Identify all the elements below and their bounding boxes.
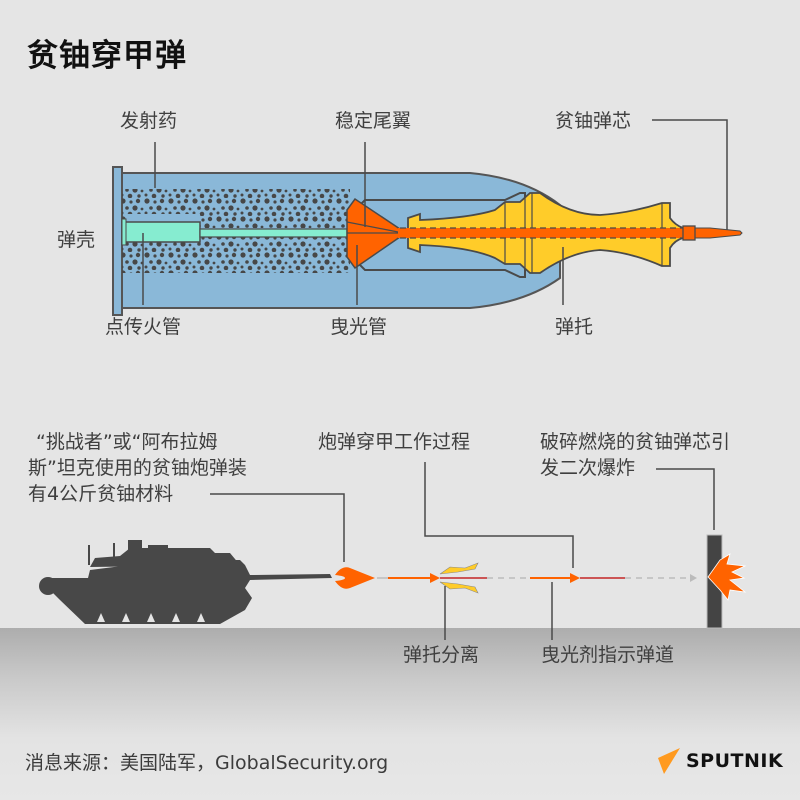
label-primer-tube: 点传火管 <box>105 316 182 338</box>
trajectory <box>377 573 697 583</box>
primer-tube <box>124 221 201 243</box>
propellant <box>122 189 350 214</box>
brand-name: SPUTNIK <box>686 750 784 772</box>
sabot-fragment-icon <box>439 562 479 575</box>
leader-lines-bottom <box>210 462 715 640</box>
label-tracer-trajectory: 曳光剂指示弹道 <box>541 644 675 666</box>
muzzle-flash-icon <box>335 567 375 589</box>
label-stabilizer-fins: 稳定尾翼 <box>335 110 412 132</box>
casing-rim <box>112 166 123 316</box>
explosion-note-line: 发二次爆炸 <box>540 457 636 479</box>
tank-note-line: 有4公斤贫铀材料 <box>28 483 174 505</box>
explosion-icon <box>707 553 747 601</box>
label-du-core: 贫铀弹芯 <box>555 110 632 132</box>
sputnik-logo: SPUTNIK <box>658 746 783 776</box>
source-credit: 消息来源：美国陆军，GlobalSecurity.org <box>25 752 389 774</box>
tank-note-line: 斯”坦克使用的贫铀炮弹装 <box>28 457 247 479</box>
sabot-fragment-icon <box>439 581 479 594</box>
label-tracer: 曳光管 <box>330 316 388 338</box>
explosion-note: 破碎燃烧的贫铀弹芯引 发二次爆炸 <box>540 429 730 481</box>
shell-cross-section <box>112 166 743 316</box>
tank-note: “挑战者”或“阿布拉姆 斯”坦克使用的贫铀炮弹装 有4公斤贫铀材料 <box>28 429 247 507</box>
label-propellant: 发射药 <box>120 110 178 132</box>
explosion-note-line: 破碎燃烧的贫铀弹芯引 <box>540 431 731 453</box>
ground-band <box>0 628 800 800</box>
process-title: 炮弹穿甲工作过程 <box>318 431 471 453</box>
page-title: 贫铀穿甲弹 <box>27 38 187 74</box>
du-core-tip <box>689 227 743 239</box>
label-casing: 弹壳 <box>57 229 96 251</box>
tank-note-line: “挑战者”或“阿布拉姆 <box>36 431 218 453</box>
label-sabot-separation: 弹托分离 <box>403 644 480 666</box>
du-core <box>398 228 690 238</box>
label-sabot: 弹托 <box>555 316 594 338</box>
leader-lines-top <box>142 119 728 305</box>
tank-silhouette <box>39 540 332 624</box>
sputnik-logo-icon <box>658 748 680 774</box>
